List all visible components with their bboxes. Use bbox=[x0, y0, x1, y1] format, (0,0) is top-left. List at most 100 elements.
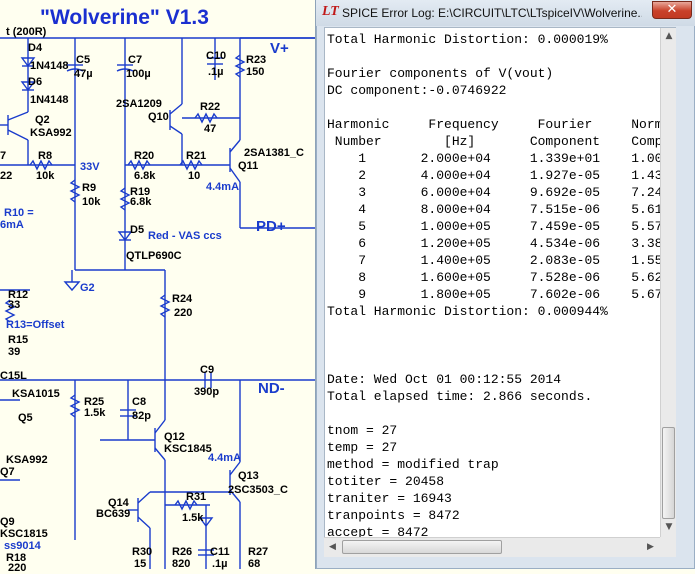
net-label-vplus: V+ bbox=[270, 40, 289, 57]
schematic-label: Q2 bbox=[35, 114, 50, 126]
schematic-label: C5 bbox=[76, 54, 91, 66]
log-line: 6 1.200e+05 4.534e-06 3.387e bbox=[327, 236, 676, 251]
log-line: DC component:-0.0746922 bbox=[327, 83, 507, 98]
schematic-label: 820 bbox=[172, 558, 191, 570]
schematic-label: R13=Offset bbox=[6, 319, 65, 331]
log-line: accept = 8472 bbox=[327, 525, 429, 540]
schematic-label: KSA992 bbox=[30, 127, 72, 139]
schematic-label: R8 bbox=[38, 150, 53, 162]
net-label-ndminus: ND- bbox=[258, 380, 285, 397]
schematic-label: R26 bbox=[172, 546, 193, 558]
close-button[interactable]: ✕ bbox=[652, 1, 692, 19]
window-title: SPICE Error Log: E:\CIRCUIT\LTC\LTspiceI… bbox=[342, 6, 642, 20]
ltspice-app-icon: LT bbox=[322, 4, 339, 19]
log-line: temp = 27 bbox=[327, 440, 398, 455]
schematic-label: 6mA bbox=[0, 219, 24, 231]
schematic-label: ss9014 bbox=[4, 540, 41, 552]
log-line: Fourier components of V(vout) bbox=[327, 66, 554, 81]
schematic-label: 4.4mA bbox=[208, 452, 242, 464]
scroll-right-arrow-icon[interactable]: ▶ bbox=[647, 542, 654, 552]
schematic-label: R12 bbox=[8, 289, 29, 301]
schematic-label: t (200R) bbox=[6, 26, 47, 38]
schematic-label: KSC1815 bbox=[0, 528, 48, 540]
log-line: 3 6.000e+04 9.692e-05 7.240e bbox=[327, 185, 676, 200]
log-line: 4 8.000e+04 7.515e-06 5.614e bbox=[327, 202, 676, 217]
net-label-pdplus: PD+ bbox=[256, 218, 286, 235]
scroll-left-arrow-icon[interactable]: ◀ bbox=[329, 542, 336, 552]
schematic-label: R23 bbox=[246, 54, 267, 66]
log-line: traniter = 16943 bbox=[327, 491, 452, 506]
schematic-label: QTLP690C bbox=[126, 250, 182, 262]
close-icon: ✕ bbox=[666, 2, 678, 17]
schematic-label: 47µ bbox=[74, 68, 93, 80]
schematic-label: Q13 bbox=[238, 470, 259, 482]
schematic-label: 7 bbox=[0, 150, 7, 162]
schematic-label: R18 bbox=[6, 552, 27, 564]
schematic-label: 4.4mA bbox=[206, 181, 240, 193]
schematic-label: 6.8k bbox=[134, 170, 156, 182]
schematic-label: 1N4148 bbox=[30, 60, 69, 72]
log-line: 9 1.800e+05 7.602e-06 5.679e bbox=[327, 287, 676, 302]
schematic-label: R24 bbox=[172, 293, 193, 305]
schematic-label: R10 = bbox=[4, 207, 34, 219]
schematic-label: C10 bbox=[206, 50, 227, 62]
schematic-label: R21 bbox=[186, 150, 207, 162]
schematic-label: .1µ bbox=[212, 558, 228, 570]
size-grip bbox=[660, 537, 676, 557]
schematic-label: C15L bbox=[0, 370, 27, 382]
schematic-label: 2SA1209 bbox=[116, 98, 162, 110]
schematic-label: 220 bbox=[174, 307, 193, 319]
circuit-title: "Wolverine" V1.3 bbox=[40, 6, 209, 29]
scroll-up-arrow-icon[interactable]: ▲ bbox=[665, 31, 673, 41]
scroll-down-arrow-icon[interactable]: ▼ bbox=[665, 522, 673, 532]
schematic-label: R31 bbox=[186, 491, 207, 503]
schematic-label: R19 bbox=[130, 186, 151, 198]
schematic-label: 15 bbox=[134, 558, 147, 570]
log-line: Total Harmonic Distortion: 0.000019% bbox=[327, 32, 608, 47]
schematic-label: C11 bbox=[210, 546, 230, 558]
schematic-label: Q10 bbox=[148, 111, 169, 123]
schematic-label: Q12 bbox=[164, 431, 185, 443]
log-content: Total Harmonic Distortion: 0.000019% Fou… bbox=[327, 31, 676, 541]
schematic-label: 68 bbox=[248, 558, 261, 570]
log-line: 2 4.000e+04 1.927e-05 1.439e bbox=[327, 168, 676, 183]
schematic-label: 22 bbox=[0, 170, 13, 182]
schematic-label: BC639 bbox=[96, 508, 131, 520]
log-text-area[interactable]: Total Harmonic Distortion: 0.000019% Fou… bbox=[324, 27, 676, 557]
schematic-label: D5 bbox=[130, 224, 145, 236]
schematic-label: 10k bbox=[82, 196, 101, 208]
schematic-label: C7 bbox=[128, 54, 143, 66]
log-line: 7 1.400e+05 2.083e-05 1.556e bbox=[327, 253, 676, 268]
schematic-label: 33 bbox=[8, 299, 21, 311]
horizontal-scrollbar[interactable]: ◀ ▶ bbox=[324, 537, 676, 557]
schematic-label: Q14 bbox=[108, 497, 129, 509]
schematic-label: 6.8k bbox=[130, 196, 152, 208]
schematic-label: 2SA1381_C bbox=[244, 147, 304, 159]
schematic-label: KSA992 bbox=[6, 454, 48, 466]
vertical-scrollbar[interactable]: ▲ ▼ bbox=[660, 28, 676, 537]
schematic-label: R30 bbox=[132, 546, 153, 558]
schematic-label: 10 bbox=[188, 170, 201, 182]
schematic-label: 47 bbox=[204, 123, 217, 135]
schematic-label: C9 bbox=[200, 364, 215, 376]
schematic-label: R15 bbox=[8, 334, 29, 346]
log-line: method = modified trap bbox=[327, 457, 499, 472]
horizontal-scroll-thumb[interactable] bbox=[342, 540, 502, 554]
schematic-label: G2 bbox=[80, 282, 95, 294]
schematic-label: KSC1845 bbox=[164, 443, 212, 455]
log-line: Total elapsed time: 2.866 seconds. bbox=[327, 389, 593, 404]
schematic-label: R22 bbox=[200, 101, 221, 113]
log-line: Total Harmonic Distortion: 0.000944% bbox=[327, 304, 608, 319]
spice-error-log-window: LT SPICE Error Log: E:\CIRCUIT\LTC\LTspi… bbox=[316, 0, 695, 569]
schematic-label: Q7 bbox=[0, 466, 15, 478]
schematic-label: 39 bbox=[8, 346, 21, 358]
schematic-label: R25 bbox=[84, 396, 105, 408]
schematic-label: 100µ bbox=[126, 68, 151, 80]
log-line: Number [Hz] Component Compon bbox=[327, 134, 676, 149]
schematic-label: D4 bbox=[28, 42, 43, 54]
log-line: tranpoints = 8472 bbox=[327, 508, 460, 523]
window-titlebar[interactable]: LT SPICE Error Log: E:\CIRCUIT\LTC\LTspi… bbox=[316, 0, 695, 26]
vertical-scroll-thumb[interactable] bbox=[662, 427, 675, 519]
schematic-label: .1µ bbox=[208, 66, 224, 78]
